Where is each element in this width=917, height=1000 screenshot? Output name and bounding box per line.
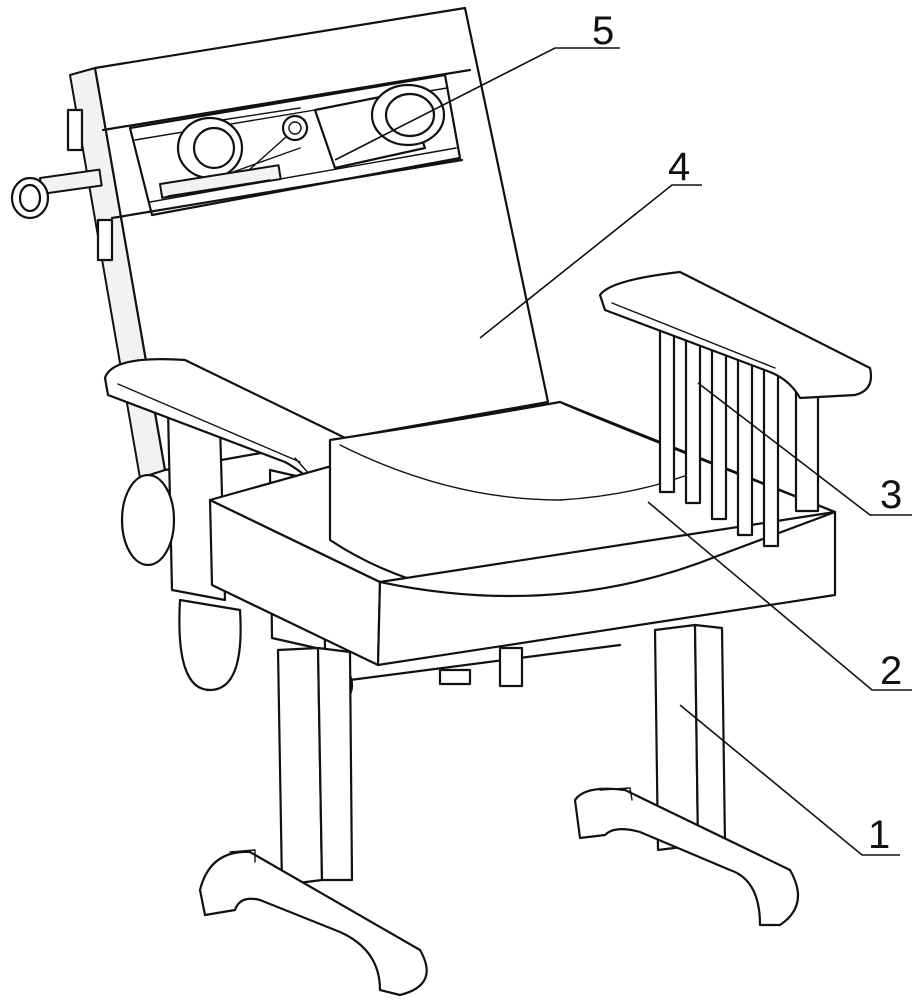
left-leg [200, 648, 427, 995]
callout-label-2: 2 [880, 649, 902, 693]
callout-label-1: 1 [868, 813, 890, 857]
callout-label-5: 5 [592, 9, 614, 53]
callout-label-3: 3 [880, 473, 902, 517]
callout-label-4: 4 [668, 145, 690, 189]
